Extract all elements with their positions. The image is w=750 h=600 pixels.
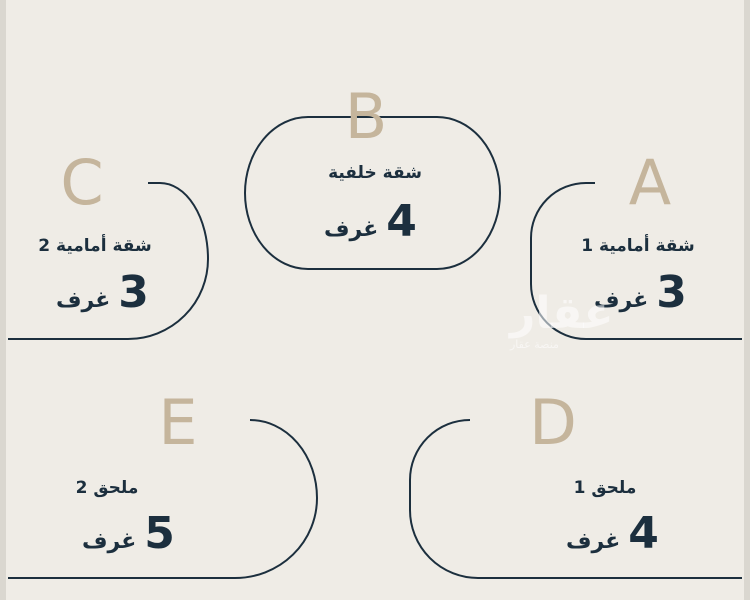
- card-d-letter: D: [529, 386, 577, 459]
- card-e-letter: E: [158, 386, 198, 459]
- card-e-room-count: 5: [144, 508, 175, 559]
- card-a-rooms: 3 غرف: [594, 271, 687, 315]
- card-a-letter: A: [628, 146, 672, 219]
- card-d-room-count: 4: [628, 508, 659, 559]
- card-d-room-unit: غرف: [566, 529, 621, 554]
- left-edge: [0, 0, 6, 600]
- card-c-letter: C: [60, 146, 104, 219]
- card-c-title: شقة أمامية 2: [38, 236, 152, 256]
- card-b-outline: [244, 116, 501, 270]
- card-d-title: ملحق 1: [573, 478, 637, 498]
- card-e-outline: [8, 419, 319, 579]
- watermark-logo-text: عقار: [510, 288, 614, 339]
- card-b-rooms: 4 غرف: [324, 200, 417, 244]
- card-a-room-unit: غرف: [594, 288, 649, 313]
- right-edge: [744, 0, 750, 600]
- aqar-watermark: عقار منصة عقار: [510, 288, 614, 352]
- card-b-room-unit: غرف: [324, 217, 379, 242]
- card-d-outline: [409, 419, 742, 579]
- card-a-title: شقة أمامية 1: [581, 236, 695, 256]
- card-a-room-count: 3: [656, 267, 687, 318]
- watermark-subtitle: منصة عقار: [510, 338, 559, 351]
- card-e-rooms: 5 غرف: [82, 512, 175, 556]
- card-c-outline: [8, 182, 210, 340]
- card-e-room-unit: غرف: [82, 529, 137, 554]
- card-b-title: شقة خلفية: [328, 163, 422, 183]
- card-d-rooms: 4 غرف: [566, 512, 659, 556]
- card-e-title: ملحق 2: [75, 478, 139, 498]
- card-a-outline: [530, 182, 742, 340]
- card-c-room-unit: غرف: [56, 288, 111, 313]
- card-b-letter: B: [344, 80, 388, 153]
- card-c-rooms: 3 غرف: [56, 271, 149, 315]
- card-c-room-count: 3: [118, 267, 149, 318]
- card-b-room-count: 4: [386, 196, 417, 247]
